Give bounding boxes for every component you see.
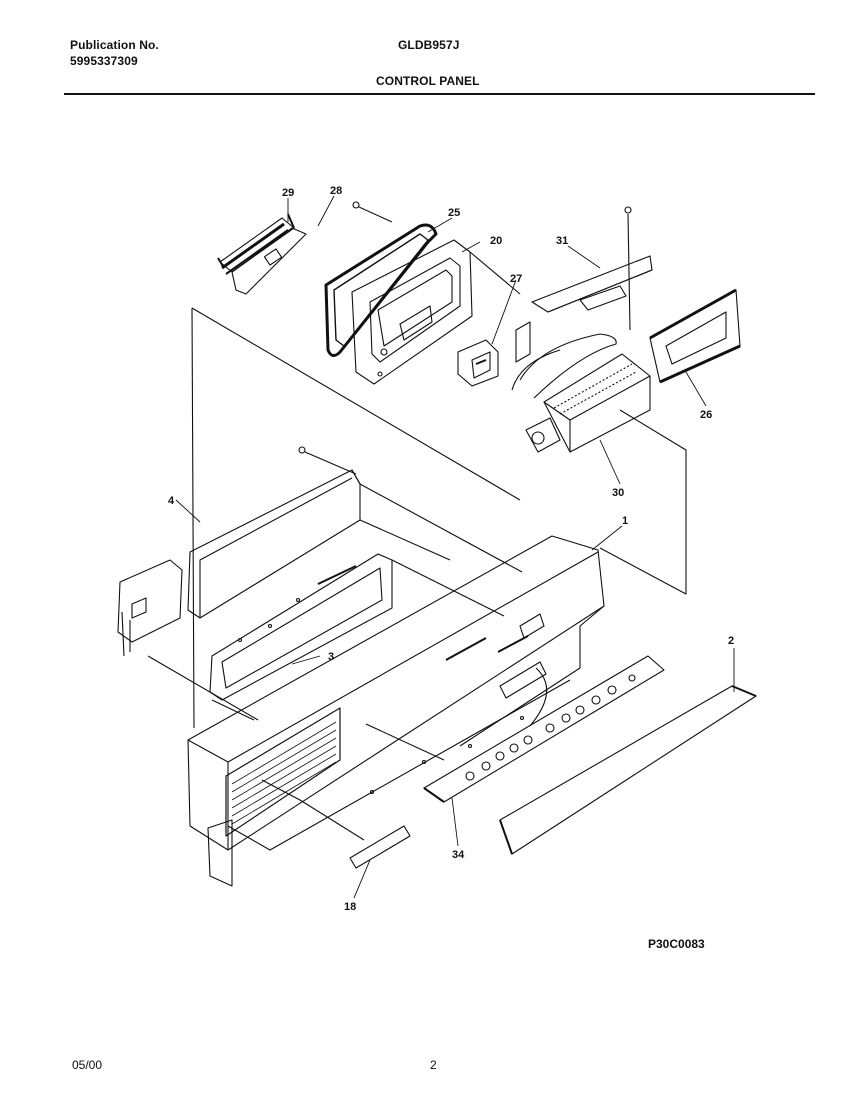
callout-2: 2 — [728, 635, 734, 647]
part-25-seal-ring — [324, 223, 438, 357]
part-26-display-window — [649, 288, 741, 384]
callout-25: 25 — [448, 207, 460, 219]
part-29-gasket-strip — [217, 213, 295, 275]
part-30-control-module — [511, 333, 651, 453]
part-18-badge — [261, 779, 411, 869]
assembly-guide-lines — [147, 483, 523, 721]
publication-label: Publication No. — [70, 38, 159, 52]
part-4-enclosure — [117, 469, 361, 657]
callout-3: 3 — [328, 651, 334, 663]
footer-date: 05/00 — [72, 1058, 103, 1072]
callout-18: 18 — [344, 901, 356, 913]
callout-26: 26 — [700, 409, 712, 421]
part-31-bracket — [515, 255, 653, 363]
callout-4: 4 — [168, 495, 175, 507]
callout-20: 20 — [490, 235, 502, 247]
callout-31: 31 — [556, 235, 568, 247]
callout-30: 30 — [612, 487, 624, 499]
part-3-circuit-board — [209, 553, 393, 701]
callout-34: 34 — [452, 849, 465, 861]
callout-27: 27 — [510, 273, 522, 285]
assembly-outline-upper — [191, 307, 687, 729]
part-2-trim-strip — [499, 685, 757, 855]
figure-code: P30C0083 — [648, 937, 705, 951]
model-number: GLDB957J — [398, 38, 460, 52]
publication-number: 5995337309 — [70, 54, 138, 68]
callout-28: 28 — [330, 185, 342, 197]
part-28-overlay-panel — [231, 227, 307, 295]
screw-left — [298, 446, 357, 475]
callout-1: 1 — [622, 515, 628, 527]
part-27-switch — [457, 339, 499, 387]
header-rule — [64, 93, 815, 95]
part-34-keypad — [423, 655, 665, 803]
part-1-control-panel — [187, 535, 605, 887]
callout-29: 29 — [282, 187, 294, 199]
callout-leaders — [175, 195, 735, 899]
part-20-housing-frame — [351, 239, 521, 385]
page-number: 2 — [430, 1058, 437, 1072]
section-title: CONTROL PANEL — [376, 74, 480, 88]
screw-top-right — [624, 206, 632, 331]
screw-top-left — [352, 201, 393, 223]
